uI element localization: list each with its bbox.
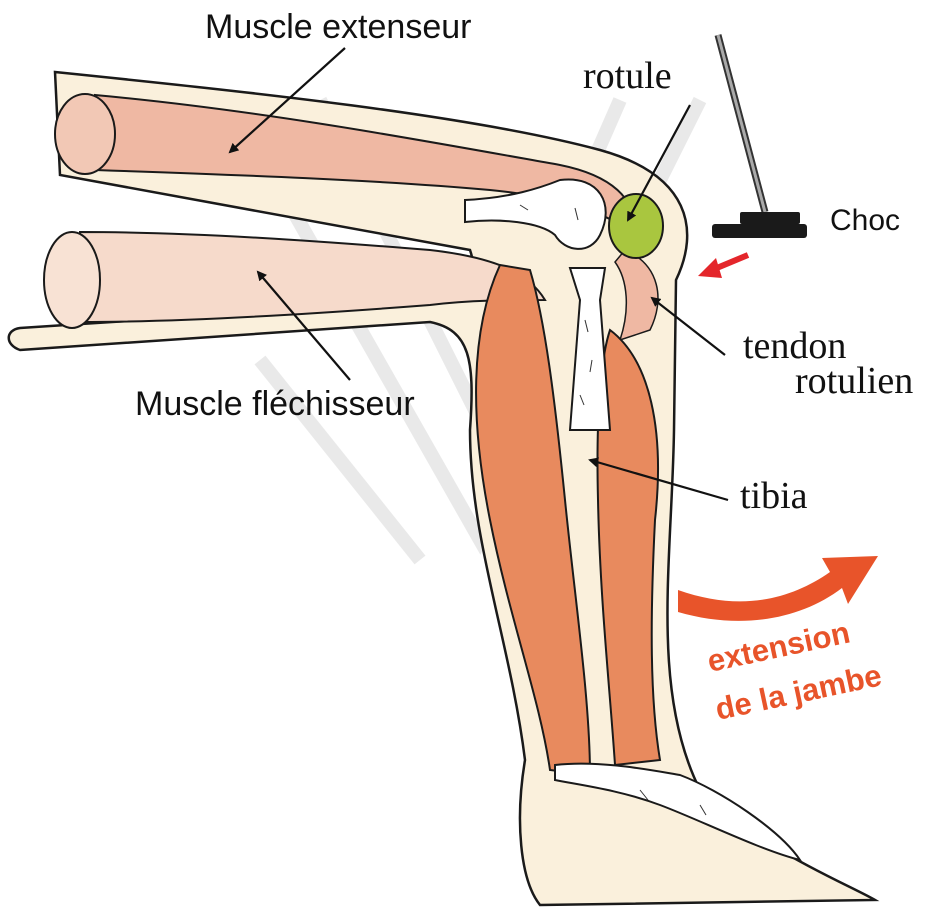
label-tendon-line2: rotulien <box>795 360 913 402</box>
label-tibia: tibia <box>740 475 808 517</box>
shock-arrow <box>698 255 748 278</box>
extension-arrow <box>678 556 878 621</box>
label-extensor-muscle: Muscle extenseur <box>205 8 471 46</box>
label-patella: rotule <box>583 55 672 97</box>
label-flexor-muscle: Muscle fléchisseur <box>135 385 415 423</box>
extensor-muscle-cut-end <box>55 94 115 174</box>
label-shock: Choc <box>830 204 900 237</box>
flexor-muscle-cut-end <box>44 232 100 328</box>
reflex-hammer <box>712 35 807 238</box>
